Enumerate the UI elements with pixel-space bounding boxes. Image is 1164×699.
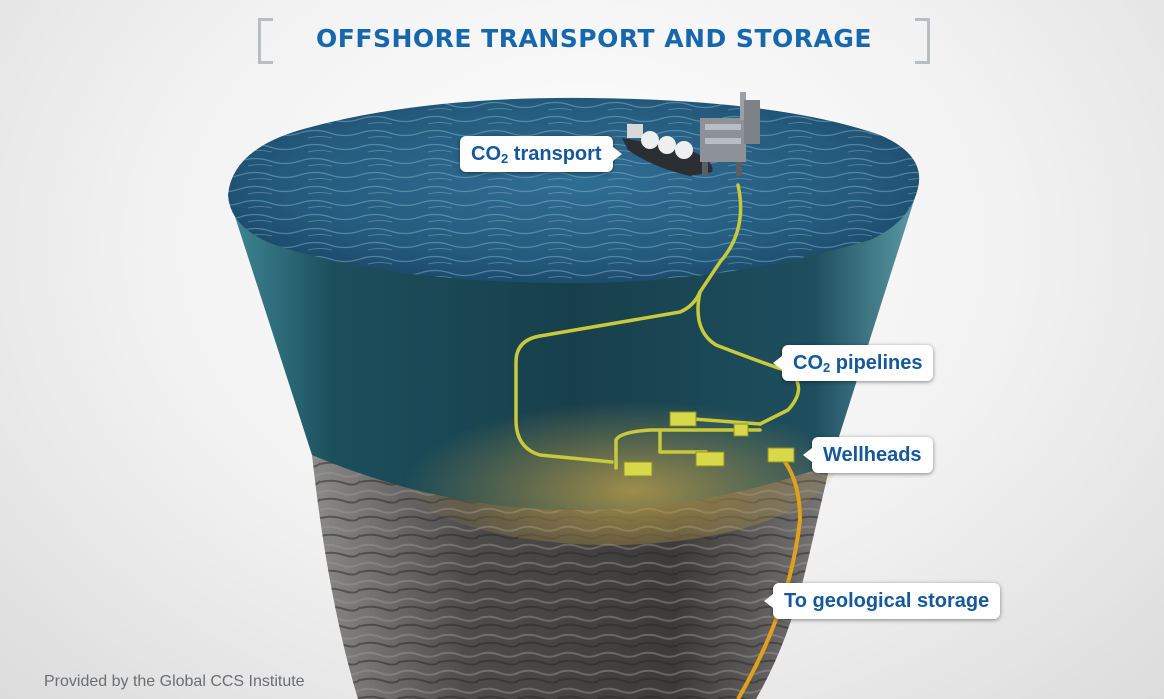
- title-bracket-left: [258, 18, 273, 64]
- co2-transport-suffix: transport: [508, 143, 602, 165]
- credit-text: Provided by the Global CCS Institute: [44, 673, 305, 690]
- co2-transport-subscript: 2: [501, 151, 509, 166]
- well-pipe: [736, 456, 803, 699]
- co2-pipelines-label: CO2 pipelines: [772, 345, 934, 381]
- co2-pipelines-subscript: 2: [823, 360, 831, 375]
- wellhead-icon: [623, 411, 795, 477]
- co2-transport-prefix: CO: [471, 143, 501, 165]
- co2-transport-label: CO2 transport: [460, 136, 622, 172]
- page-title: OFFSHORE TRANSPORT AND STORAGE: [316, 24, 872, 53]
- co2-pipeline-network: [514, 183, 801, 470]
- title-block: OFFSHORE TRANSPORT AND STORAGE: [258, 18, 930, 64]
- title-bracket-right: [915, 18, 930, 64]
- co2-pipelines-suffix: pipelines: [830, 352, 923, 374]
- sea-surface: [228, 97, 920, 284]
- ship-icon: [622, 124, 713, 176]
- co2-pipelines-prefix: CO: [793, 352, 823, 374]
- wellheads-label: Wellheads: [803, 437, 933, 473]
- platform-icon: [700, 92, 760, 176]
- geological-storage-label: To geological storage: [763, 583, 1001, 619]
